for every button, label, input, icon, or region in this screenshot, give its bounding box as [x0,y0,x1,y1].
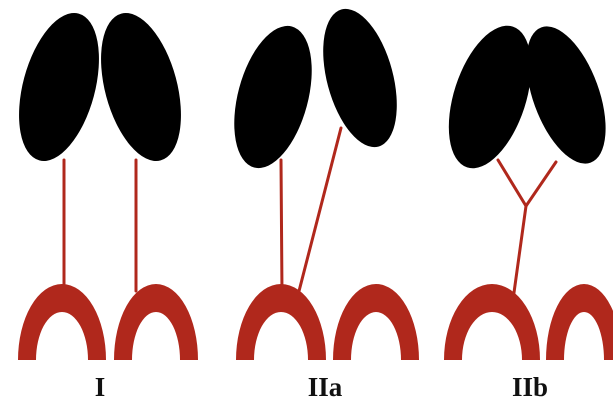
panel-i-left-ellipse [5,4,114,169]
panel-i: I [5,4,198,402]
panel-iia-label: IIa [308,372,343,402]
panel-iia-vertical-line [281,160,282,294]
panel-i-right-ellipse [87,4,196,169]
panel-iib-right-arch [546,284,613,360]
panel-iib-left-arch [444,284,540,360]
panel-i-left-arch [18,284,106,360]
panel-i-right-arch [114,284,198,360]
panel-i-label: I [95,372,106,402]
panel-iia-left-ellipse [220,17,325,176]
panel-iib-right-branch-line [526,162,556,206]
panel-iia-right-arch [333,284,419,360]
panel-iia: IIa [220,1,419,402]
panel-iib-label: IIb [512,372,548,402]
panel-iib-left-branch-line [498,160,526,206]
panel-iib-stem-line [512,206,526,307]
panel-iib: IIb [433,15,613,402]
panel-iia-right-ellipse [310,1,411,155]
panel-iia-left-arch [236,284,326,360]
panel-iia-diagonal-line [298,128,341,295]
